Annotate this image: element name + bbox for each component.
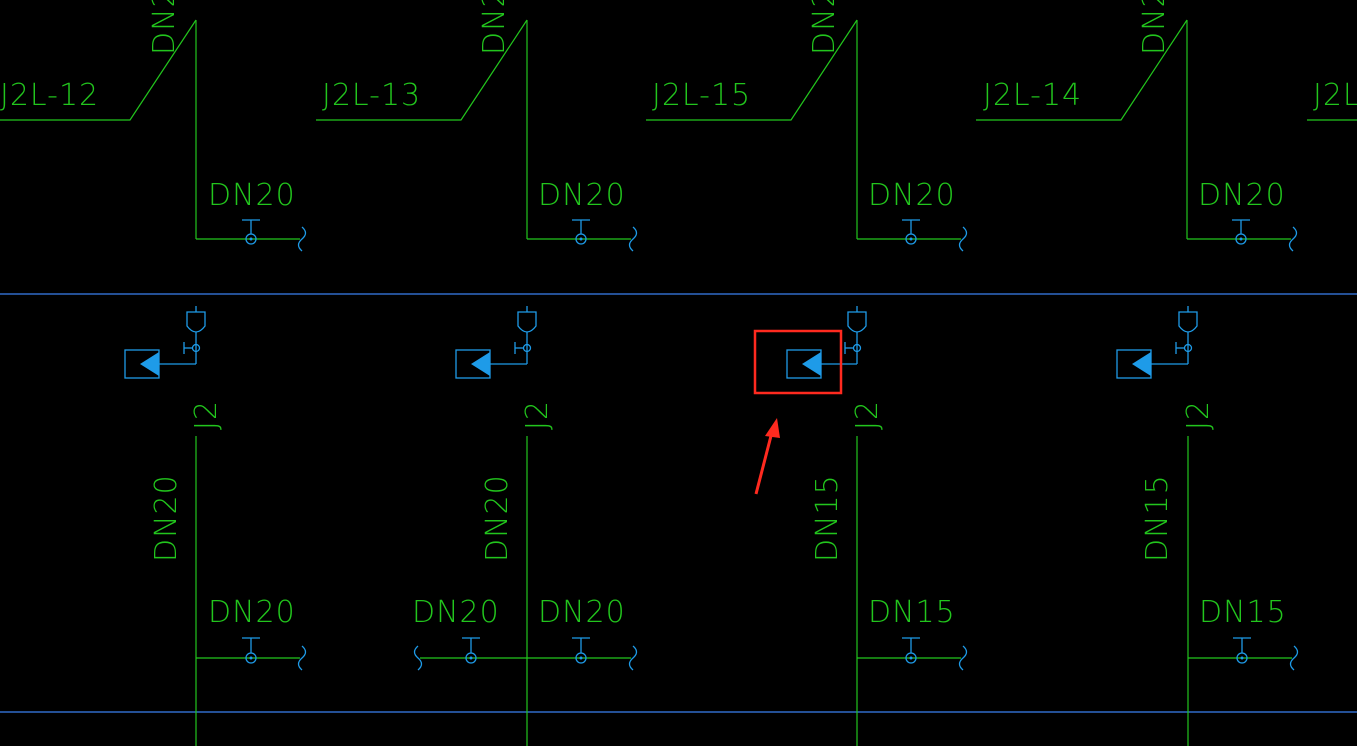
break-mark-icon	[297, 645, 307, 671]
riser-size-label: DN2	[1137, 0, 1172, 55]
pipe-tag-label: J2L-12	[0, 78, 99, 113]
break-mark-icon	[958, 226, 968, 252]
pipe-tag-leader	[646, 19, 858, 121]
water-heater-icon[interactable]	[124, 349, 196, 379]
riser-size-label: DN2	[147, 0, 182, 55]
riser-size-label: DN20	[149, 474, 184, 562]
valve-icon	[1232, 219, 1250, 245]
lower-column-4: J2 DN15 DN15	[1116, 306, 1299, 746]
pipe-tag-leader	[0, 19, 197, 121]
break-mark-icon	[628, 226, 638, 252]
faucet-icon	[183, 306, 206, 364]
break-mark-icon	[1289, 645, 1299, 671]
faucet-icon	[844, 306, 867, 364]
pipe-tag-label: J2L	[1313, 78, 1357, 113]
break-mark-icon	[958, 645, 968, 671]
valve-icon	[242, 637, 260, 664]
pipe-tag-leader	[976, 19, 1188, 121]
arrow-icon	[754, 418, 780, 495]
valve-icon	[902, 637, 920, 664]
riser-tag-label: J2	[850, 400, 885, 430]
branch-size-label: DN20	[208, 595, 296, 630]
riser-size-label: DN2	[807, 0, 842, 55]
upper-column-5: J2L	[1307, 78, 1357, 121]
riser-size-label: DN15	[1140, 474, 1175, 562]
water-heater-icon[interactable]	[1116, 349, 1188, 379]
branch-size-label: DN20	[538, 595, 626, 630]
riser-size-label: DN2	[477, 0, 512, 55]
valve-icon	[1233, 637, 1251, 664]
branch-size-label: DN20	[538, 178, 626, 213]
break-mark-icon	[628, 645, 638, 671]
valve-icon	[902, 219, 920, 245]
upper-column-1: DN2 J2L-12 DN20	[0, 0, 307, 252]
valve-icon	[572, 637, 590, 664]
valve-icon	[242, 219, 260, 245]
pipe-tag-label: J2L-13	[322, 78, 421, 113]
highlight-box	[753, 329, 843, 395]
riser-size-label: DN15	[810, 474, 845, 562]
pipe-tag-label: J2L-15	[652, 78, 751, 113]
break-mark-icon	[413, 645, 423, 671]
faucet-icon	[1175, 306, 1198, 364]
branch-size-label: DN20	[868, 178, 956, 213]
water-heater-icon[interactable]	[786, 349, 857, 379]
lower-column-2: J2 DN20 DN20 DN20	[412, 306, 638, 746]
faucet-icon	[514, 306, 537, 364]
riser-tag-label: J2	[189, 400, 224, 430]
lower-column-1: J2 DN20 DN20	[124, 306, 307, 746]
pipe-tag-label: J2L-14	[983, 78, 1082, 113]
branch-size-label: DN20	[1198, 178, 1286, 213]
upper-column-4: DN2 J2L-14 DN20	[976, 0, 1298, 252]
pipe-tag-leader	[316, 19, 528, 121]
upper-column-3: DN2 J2L-15 DN20	[646, 0, 968, 252]
branch-size-label: DN20	[412, 595, 500, 630]
valve-icon	[462, 637, 480, 664]
riser-tag-label: J2	[520, 400, 555, 430]
branch-size-label: DN15	[868, 595, 956, 630]
branch-size-label: DN15	[1199, 595, 1287, 630]
riser-tag-label: J2	[1181, 400, 1216, 430]
riser-size-label: DN20	[480, 474, 515, 562]
upper-column-2: DN2 J2L-13 DN20	[316, 0, 638, 252]
water-heater-icon[interactable]	[455, 349, 527, 379]
valve-icon	[572, 219, 590, 245]
lower-column-3: J2 DN15 DN15	[753, 306, 968, 746]
branch-size-label: DN20	[208, 178, 296, 213]
break-mark-icon	[297, 226, 307, 252]
break-mark-icon	[1288, 226, 1298, 252]
